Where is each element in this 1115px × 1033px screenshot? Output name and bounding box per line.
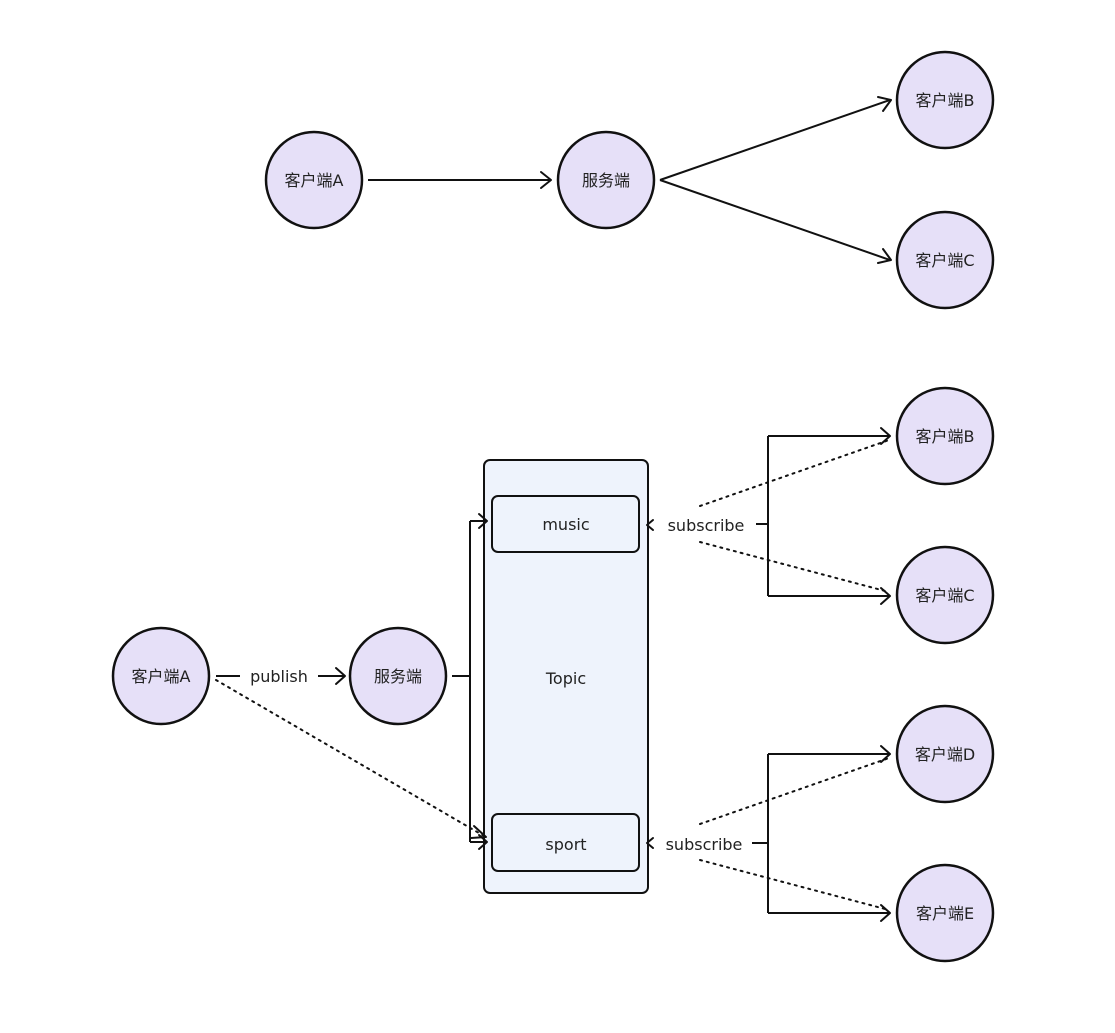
- top-server-node[interactable]: 服务端: [556, 130, 656, 230]
- dotted-music-clientc: [699, 541, 890, 593]
- arrowhead: [877, 96, 892, 112]
- topic-sport-box[interactable]: sport: [491, 813, 640, 872]
- dotted-sport-cliente: [699, 859, 890, 911]
- edge-bracket-music: [767, 435, 889, 597]
- top-client-b-node[interactable]: 客户端B: [895, 50, 995, 150]
- arrowhead: [335, 667, 346, 685]
- dotted-sport-clientd: [699, 757, 890, 825]
- node-label: 客户端D: [915, 745, 975, 764]
- node-label: 客户端A: [285, 171, 344, 190]
- bottom-client-c-node[interactable]: 客户端C: [895, 545, 995, 645]
- bottom-diagram: Topic music sport publish subscribe: [111, 386, 995, 963]
- topic-music-box[interactable]: music: [491, 495, 640, 553]
- arrowhead: [646, 519, 654, 531]
- node-label: 服务端: [582, 171, 630, 190]
- node-label: 客户端C: [915, 251, 974, 270]
- bottom-client-b-node[interactable]: 客户端B: [895, 386, 995, 486]
- node-label: 服务端: [374, 667, 422, 686]
- top-diagram: 客户端A 服务端 客户端B 客户端C: [264, 50, 995, 310]
- bottom-client-d-node[interactable]: 客户端D: [895, 704, 995, 804]
- top-client-c-node[interactable]: 客户端C: [895, 210, 995, 310]
- bottom-client-e-node[interactable]: 客户端E: [895, 863, 995, 963]
- arrowhead: [880, 745, 891, 763]
- bottom-server-node[interactable]: 服务端: [348, 626, 448, 726]
- node-label: 客户端C: [915, 586, 974, 605]
- topic-container[interactable]: [483, 459, 649, 894]
- subscribe-label-music: subscribe: [668, 516, 745, 535]
- node-label: 客户端B: [916, 427, 975, 446]
- bottom-client-a-node[interactable]: 客户端A: [111, 626, 211, 726]
- arrowhead: [478, 513, 488, 529]
- arrowhead: [470, 825, 487, 839]
- top-client-a-node[interactable]: 客户端A: [264, 130, 364, 230]
- topic-sport-label: sport: [545, 835, 586, 854]
- arrowhead: [646, 837, 654, 849]
- node-label: 客户端B: [916, 91, 975, 110]
- node-label: 客户端E: [916, 904, 974, 923]
- topic-label: Topic: [545, 669, 586, 688]
- edge-server-topics: [452, 520, 486, 843]
- node-label: 客户端A: [132, 667, 191, 686]
- topic-music-label: music: [542, 515, 589, 534]
- arrowhead: [540, 171, 552, 189]
- dotted-music-clientb: [699, 439, 890, 507]
- edge-server-clientb: [659, 99, 891, 181]
- edge-server-clientc: [659, 179, 891, 261]
- edge-bracket-sport: [767, 753, 889, 914]
- arrowhead: [880, 427, 891, 445]
- publish-label: publish: [250, 667, 308, 686]
- subscribe-label-sport: subscribe: [666, 835, 743, 854]
- arrowhead: [877, 248, 892, 264]
- dotted-clienta-sport: [215, 679, 485, 837]
